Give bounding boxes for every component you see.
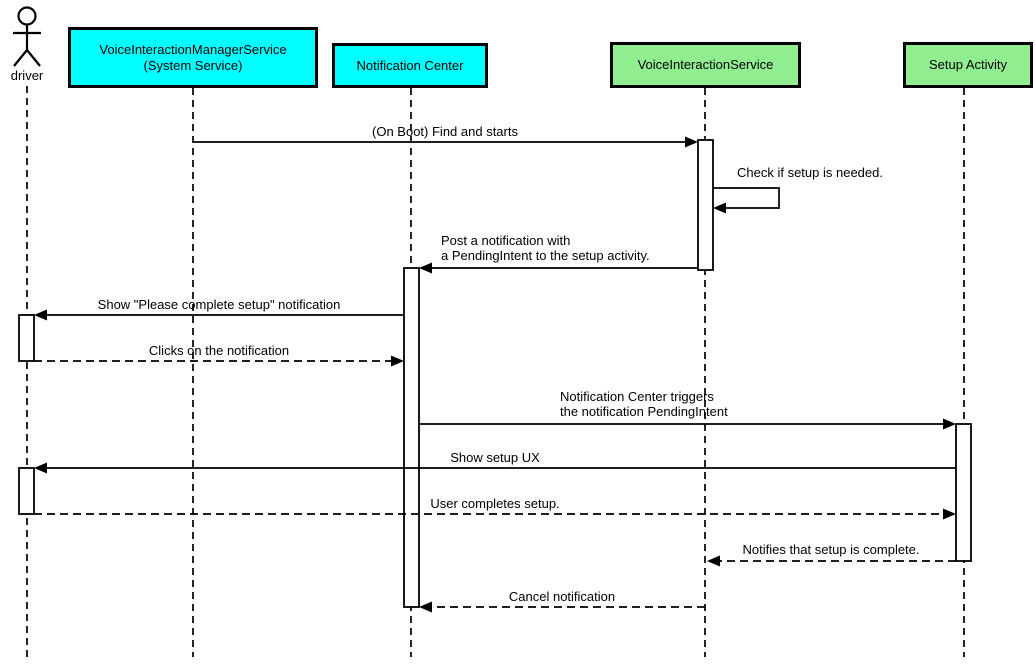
arrowhead-left-icon	[34, 309, 47, 321]
participant-notification-center: Notification Center	[332, 43, 488, 88]
activation-driver-2	[18, 467, 35, 515]
message-label-on-boot-find-and-starts: (On Boot) Find and starts	[372, 124, 518, 139]
arrowhead-right-icon	[943, 418, 956, 430]
participant-setup-activity: Setup Activity	[903, 42, 1033, 88]
message-label-cancel-notification: Cancel notification	[508, 589, 616, 604]
message-label-clicks-on-the-notification: Clicks on the notification	[148, 343, 290, 358]
activation-voice-interaction-service	[697, 139, 714, 271]
arrowhead-left-icon	[707, 555, 720, 567]
message-line-check-if-setup-is-needed	[713, 187, 780, 209]
activation-driver-1	[18, 314, 35, 362]
message-label-notifies-setup-complete: Notifies that setup is complete.	[742, 542, 920, 557]
activation-notification-center	[403, 267, 420, 608]
arrowhead-left-icon	[419, 601, 432, 613]
message-label-show-please-complete-setup: Show "Please complete setup" notificatio…	[97, 297, 341, 312]
arrowhead-left-icon	[34, 462, 47, 474]
arrowhead-left-icon	[713, 202, 726, 214]
message-label-post-a-notification: Post a notification with a PendingIntent…	[441, 233, 650, 263]
message-label-show-setup-ux: Show setup UX	[450, 450, 540, 465]
participant-voice-interaction-manager-service: VoiceInteractionManagerService (System S…	[68, 27, 318, 88]
arrowhead-right-icon	[943, 508, 956, 520]
actor-label-driver: driver	[10, 68, 44, 83]
arrowhead-right-icon	[391, 355, 404, 367]
participant-voice-interaction-service: VoiceInteractionService	[610, 42, 801, 88]
message-label-triggers-pendingintent: Notification Center triggers the notific…	[560, 389, 728, 419]
arrowhead-right-icon	[685, 136, 698, 148]
message-label-check-if-setup-is-needed: Check if setup is needed.	[737, 165, 883, 180]
activation-setup-activity	[955, 423, 972, 562]
message-label-user-completes-setup: User completes setup.	[430, 496, 560, 511]
actor-figure-icon	[13, 6, 41, 67]
arrowhead-left-icon	[419, 262, 432, 274]
